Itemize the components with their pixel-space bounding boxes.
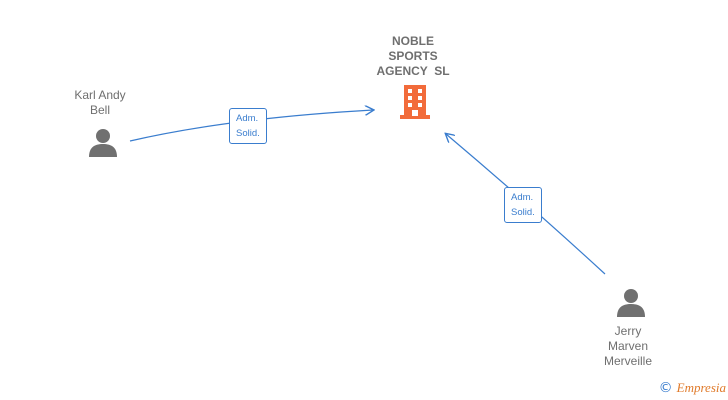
person-name-jerry[interactable]: Jerry Marven Merveille (603, 324, 652, 368)
building-icon[interactable] (399, 84, 431, 120)
brand-name: Empresia (676, 380, 726, 395)
person-icon[interactable] (616, 288, 646, 318)
person-name-karl[interactable]: Karl Andy Bell (74, 88, 126, 117)
edge-label-jerry[interactable]: Adm. Solid. (504, 187, 542, 223)
edge-label-karl[interactable]: Adm. Solid. (229, 108, 267, 144)
copyright-icon: © (658, 380, 673, 396)
company-name[interactable]: NOBLE SPORTS AGENCY SL (376, 34, 450, 78)
brand-watermark: ©Empresia (659, 380, 726, 396)
person-icon[interactable] (88, 128, 118, 158)
